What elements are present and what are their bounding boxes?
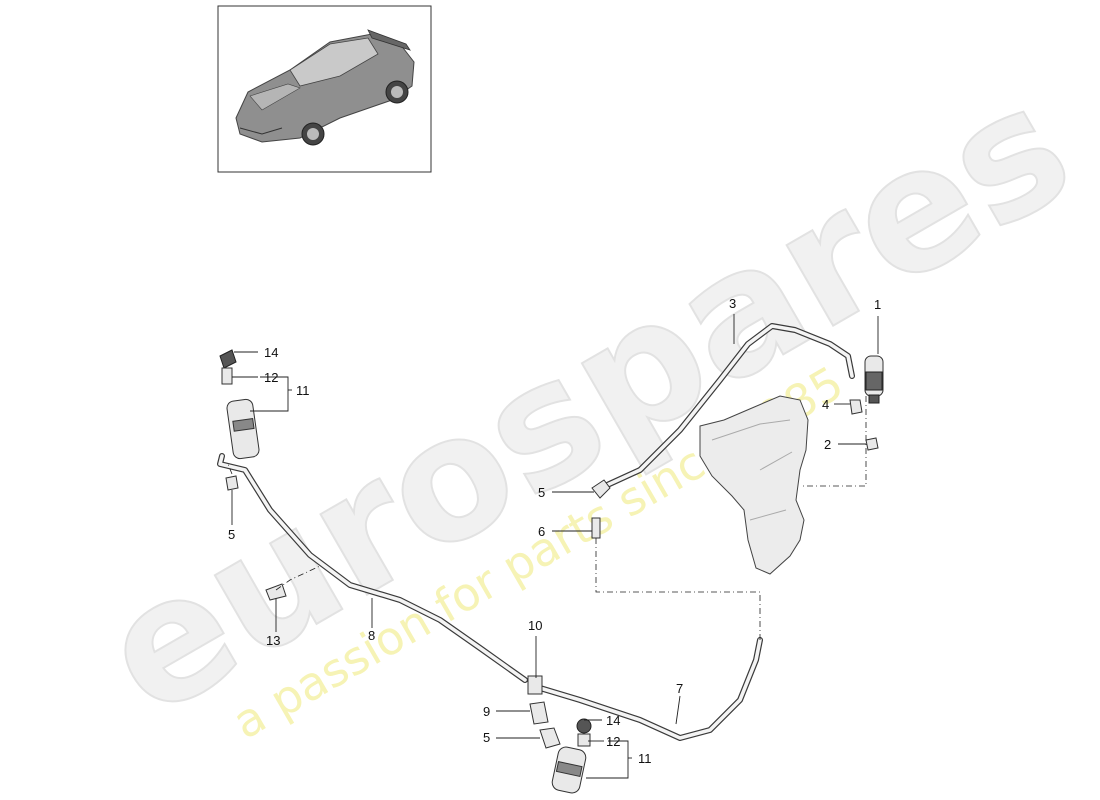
inline-connector: [591, 517, 601, 539]
car-thumbnail-icon: [235, 29, 415, 146]
hose-clip: [529, 701, 549, 725]
callout-13: 13: [266, 633, 280, 648]
callout-7: 7: [676, 681, 683, 696]
grommet: [865, 437, 879, 451]
clip: [225, 475, 239, 491]
washer-reservoir: [699, 395, 809, 575]
callout-14: 14: [606, 713, 620, 728]
callout-leaders: [231, 314, 879, 779]
callout-10: 10: [528, 618, 542, 633]
callout-1: 1: [874, 297, 881, 312]
washer-pump: [864, 355, 884, 404]
callout-11: 11: [638, 751, 652, 766]
dash-leaders: [227, 396, 867, 640]
callout-9: 9: [483, 704, 490, 719]
elbow-connector-bottom: [539, 727, 561, 749]
callout-3: 3: [729, 296, 736, 311]
callout-11: 11: [296, 383, 310, 398]
callout-6: 6: [538, 524, 545, 539]
bracket: [265, 583, 287, 601]
callout-numbers: 1 2 3 4 5 6 5 13 8 10 9 5 7 14 12 11 14 …: [228, 296, 881, 766]
callout-12: 12: [606, 734, 620, 749]
callout-12: 12: [264, 370, 278, 385]
pump-connector: [849, 399, 863, 415]
callout-14: 14: [264, 345, 278, 360]
hose-8: [217, 453, 528, 683]
callout-5: 5: [483, 730, 490, 745]
hose-3: [602, 323, 855, 489]
callout-5: 5: [538, 485, 545, 500]
right-nozzle-assembly: [551, 718, 592, 794]
callout-8: 8: [368, 628, 375, 643]
callout-4: 4: [822, 397, 829, 412]
elbow-connector: [591, 479, 611, 499]
callout-5: 5: [228, 527, 235, 542]
hose-7: [537, 637, 763, 741]
left-nozzle-assembly: [219, 349, 260, 460]
t-connector: [527, 675, 543, 695]
car-thumbnail: [217, 5, 432, 173]
callout-2: 2: [824, 437, 831, 452]
